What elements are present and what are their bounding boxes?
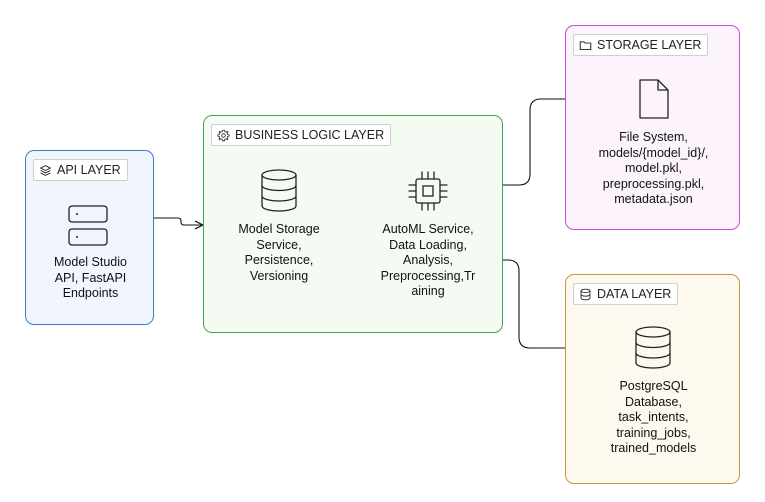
api-layer-header: API LAYER [33,159,128,181]
arrow-business-to-data [503,259,626,348]
cpu-chip-icon [408,171,448,211]
business-logic-layer-box: BUSINESS LOGIC LAYER Model Storage Servi… [203,115,503,333]
database-icon [580,288,591,300]
gear-icon [217,129,230,141]
storage-layer-box: STORAGE LAYER File System, models/{model… [565,25,740,230]
api-layer-box: API LAYER Model Studio API, FastAPI Endp… [25,150,154,325]
data-layer-box: DATA LAYER PostgreSQL Database, task_int… [565,274,740,484]
arrow-api-to-business [154,217,203,225]
server-rack-icon [68,205,108,246]
data-layer-title: DATA LAYER [597,287,672,301]
storage-layer-title: STORAGE LAYER [597,38,702,52]
storage-layer-header: STORAGE LAYER [573,34,709,56]
business-logic-layer-title: BUSINESS LOGIC LAYER [235,128,385,142]
model-storage-description: Model Storage Service, Persistence, Vers… [238,222,320,283]
database-icon [635,326,671,369]
data-layer-description: PostgreSQL Database, task_intents, train… [610,379,697,455]
data-layer-header: DATA LAYER [573,283,679,305]
file-icon [639,79,669,119]
database-icon [261,169,297,212]
storage-layer-description: File System, models/{model_id}/, model.p… [598,130,709,206]
automl-description: AutoML Service, Data Loading, Analysis, … [380,222,476,298]
arrow-business-to-storage [503,99,626,186]
folder-icon [579,40,592,50]
business-logic-layer-header: BUSINESS LOGIC LAYER [211,124,392,146]
stack-layers-icon [40,164,51,176]
api-layer-description: Model Studio API, FastAPI Endpoints [54,255,127,300]
api-layer-title: API LAYER [57,163,121,177]
